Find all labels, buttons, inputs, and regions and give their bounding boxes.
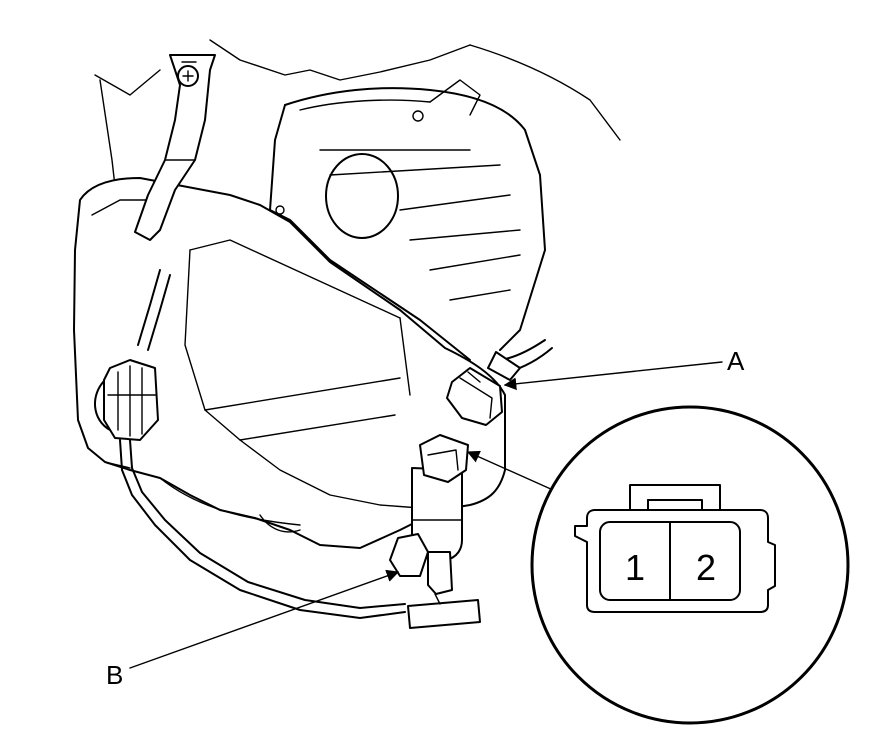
- pump-connector: [419, 434, 469, 483]
- leader-lines: [129, 361, 723, 669]
- washer-pump: [389, 434, 481, 629]
- connector-detail-inset: 1 2: [530, 405, 850, 725]
- callout-b-label: B: [106, 660, 123, 690]
- connector-a: [446, 339, 553, 426]
- connector-face: [574, 509, 776, 613]
- callout-b-leader: [129, 569, 400, 669]
- pump-outlet: [407, 599, 481, 629]
- detail-leader: [466, 450, 554, 491]
- filler-neck: [134, 54, 216, 241]
- body-structure: [94, 39, 621, 361]
- left-harness-connector: [103, 359, 159, 441]
- callout-a-label: A: [727, 346, 745, 376]
- pin-2-label: 2: [696, 547, 716, 588]
- left-harness: [93, 269, 406, 619]
- washer-reservoir: [73, 177, 506, 549]
- callout-a-leader: [503, 361, 723, 391]
- pin-1-label: 1: [625, 547, 645, 588]
- mounting-hole: [325, 153, 399, 239]
